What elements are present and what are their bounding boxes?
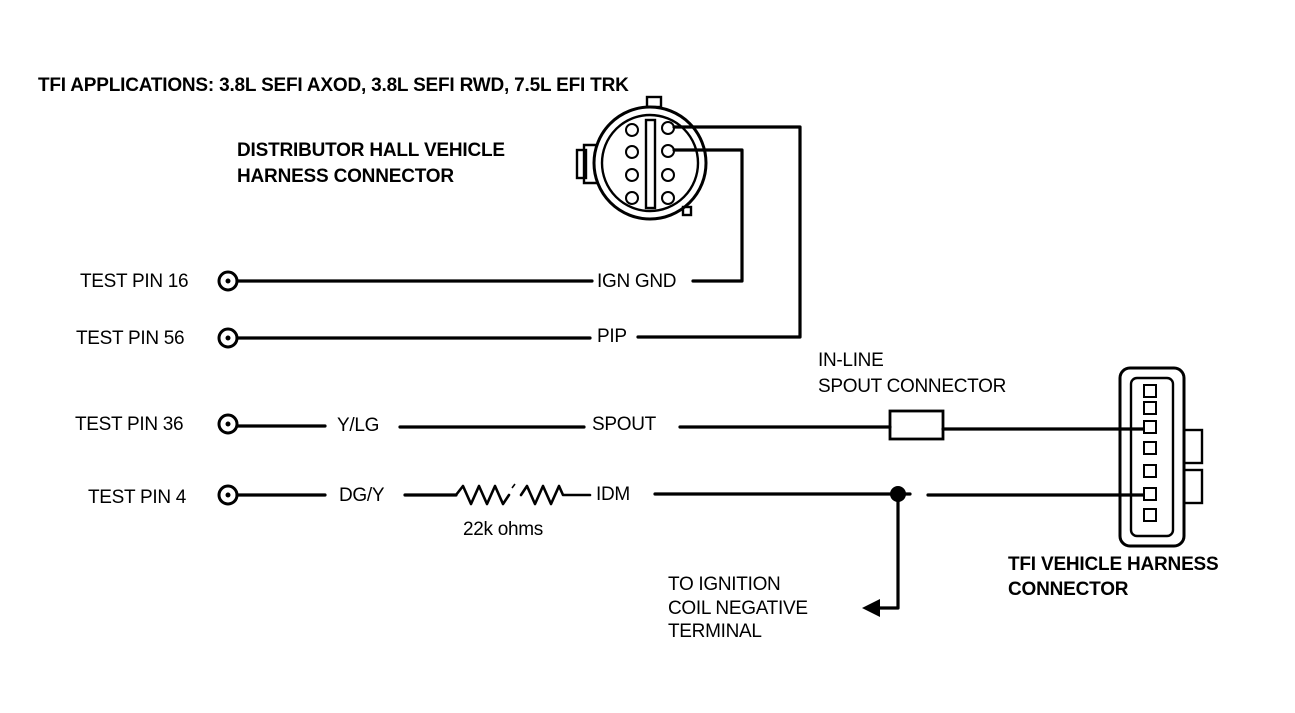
ignition-coil-label-line3: TERMINAL (668, 621, 762, 642)
test-pin-4-row: TEST PIN 4 DG/Y 22k ohms IDM (88, 483, 1145, 617)
pip-label: PIP (597, 326, 627, 347)
inline-connector-label-line2: SPOUT CONNECTOR (818, 376, 1006, 397)
ignition-coil-label-line2: COIL NEGATIVE (668, 598, 808, 619)
test-pin-16-row: TEST PIN 16 IGN GND (80, 270, 676, 292)
test-pin-16-label: TEST PIN 16 (80, 271, 188, 292)
test-pin-56-label: TEST PIN 56 (76, 328, 184, 349)
tfi-connector-label-line1: TFI VEHICLE HARNESS (1008, 554, 1219, 575)
diagram-title: TFI APPLICATIONS: 3.8L SEFI AXOD, 3.8L S… (38, 75, 629, 96)
pip-wire-riser (636, 125, 802, 339)
distributor-connector-label-line2: HARNESS CONNECTOR (237, 166, 454, 187)
ignition-coil-label-line1: TO IGNITION (668, 574, 780, 595)
test-pin-36-label: TEST PIN 36 (75, 414, 183, 435)
distributor-connector-label-line1: DISTRIBUTOR HALL VEHICLE (237, 140, 505, 161)
ylg-label: Y/LG (337, 415, 379, 436)
ignition-coil-wire (876, 492, 900, 610)
distributor-hall-connector (575, 95, 708, 221)
ign-gnd-label: IGN GND (597, 271, 676, 292)
tfi-vehicle-harness-connector (1118, 366, 1204, 548)
idm-label: IDM (596, 484, 630, 505)
dgy-label: DG/Y (339, 485, 385, 506)
inline-spout-connector (888, 409, 945, 441)
tfi-connector-label-line2: CONNECTOR (1008, 579, 1129, 600)
resistor-label: 22k ohms (463, 519, 543, 540)
test-pin-36-row: TEST PIN 36 Y/LG SPOUT (75, 409, 1145, 441)
spout-label: SPOUT (592, 414, 657, 435)
inline-connector-label-line1: IN-LINE (818, 350, 883, 371)
test-pin-4-label: TEST PIN 4 (88, 487, 187, 508)
ignition-coil-arrow (862, 599, 880, 617)
resistor-symbol (454, 484, 511, 506)
test-pin-56-row: TEST PIN 56 PIP (76, 326, 627, 349)
ign-gnd-wire-riser (672, 148, 744, 283)
test-pin-36-terminal (217, 413, 239, 435)
